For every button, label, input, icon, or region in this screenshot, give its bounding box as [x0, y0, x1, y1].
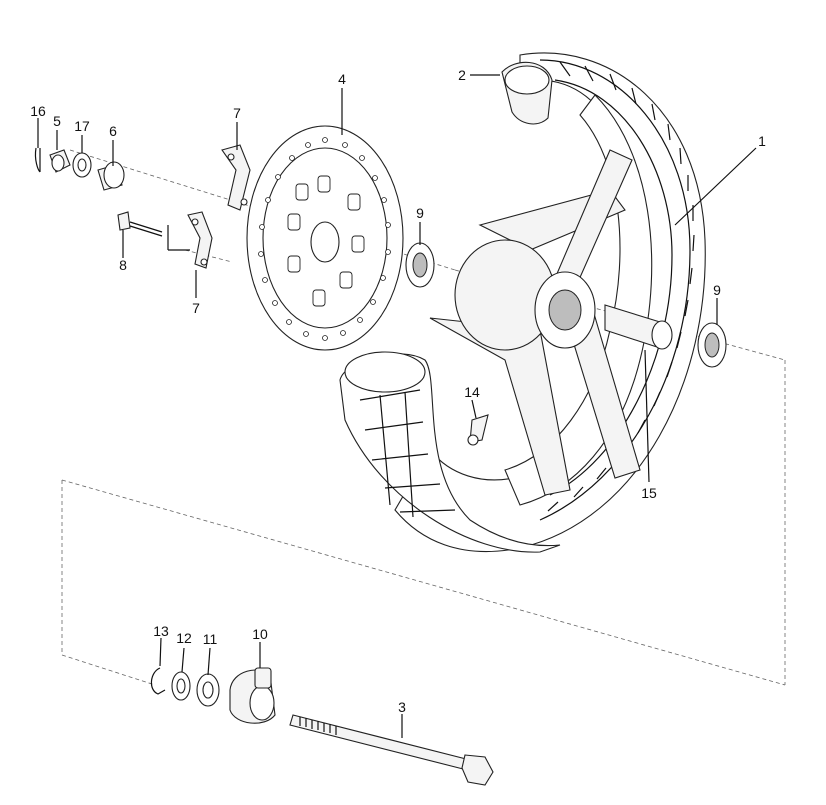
callout-16: 16 — [30, 103, 46, 119]
disc-holes — [258, 137, 391, 341]
callout-12: 12 — [176, 630, 192, 646]
callout-2: 2 — [458, 67, 466, 83]
speedometer-drive — [229, 667, 276, 724]
callout-10: 10 — [252, 626, 268, 642]
callout-4: 4 — [338, 71, 346, 87]
callout-1: 1 — [758, 133, 766, 149]
callout-17: 17 — [74, 118, 90, 134]
brake-disc — [246, 125, 404, 351]
callout-14: 14 — [464, 384, 480, 400]
callout-5: 5 — [53, 113, 61, 129]
front-axle — [289, 714, 494, 786]
drive-plate — [196, 673, 220, 707]
callout-7-lower: 7 — [192, 300, 200, 316]
tyre-valve — [467, 414, 489, 446]
castle-nut — [49, 149, 71, 173]
lock-tab-upper — [221, 144, 251, 211]
circlip — [150, 667, 166, 695]
washer — [72, 152, 92, 178]
callout-11: 11 — [203, 631, 218, 647]
tube-fragment-upper — [501, 61, 553, 125]
thrust-washer — [171, 671, 191, 701]
callout-13: 13 — [153, 623, 169, 639]
disc-slots — [287, 175, 365, 307]
lock-tab-lower — [167, 211, 213, 269]
bearing-left — [405, 242, 435, 288]
callout-labels: 1 2 3 4 5 6 7 7 8 9 9 10 11 12 13 14 15 … — [30, 67, 766, 715]
callout-8: 8 — [119, 257, 127, 273]
tyre-lower-half — [339, 351, 561, 553]
callout-9-right: 9 — [713, 282, 721, 298]
callout-6: 6 — [109, 123, 117, 139]
tyre-tread — [547, 61, 695, 512]
callout-15: 15 — [641, 485, 657, 501]
spacer — [97, 161, 125, 191]
disc-bolt — [117, 211, 163, 237]
callout-3: 3 — [398, 699, 406, 715]
callout-9-left: 9 — [416, 205, 424, 221]
leader-lines — [37, 74, 757, 738]
callout-7-upper: 7 — [233, 105, 241, 121]
bearing-right — [697, 322, 727, 368]
wheel-rim — [429, 94, 673, 506]
cotter-pin — [34, 147, 41, 173]
